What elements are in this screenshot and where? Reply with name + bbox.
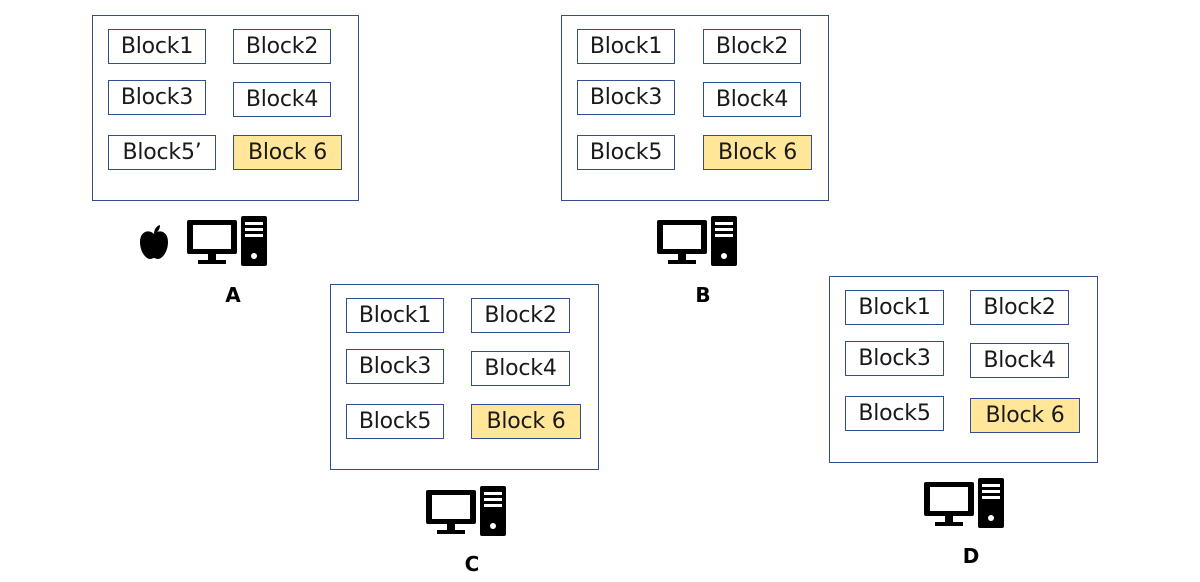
node-b-box: Block1 Block2 Block3 Block4 Block5 Block… <box>561 15 829 201</box>
apple-icon <box>140 225 168 259</box>
node-c-block-5: Block5 <box>346 404 444 439</box>
node-a-block-5: Block5’ <box>108 135 216 170</box>
node-d-block-4: Block4 <box>970 343 1069 378</box>
node-b-block-3: Block3 <box>577 80 675 115</box>
node-b-block-4: Block4 <box>703 82 801 117</box>
node-b-computer-icon <box>655 216 737 266</box>
node-c-block-6: Block 6 <box>471 404 581 439</box>
node-c-label: C <box>464 552 480 576</box>
node-a-computer-icon <box>185 216 267 266</box>
node-d-block-1: Block1 <box>845 290 944 325</box>
node-d-box: Block1 Block2 Block3 Block4 Block5 Block… <box>829 276 1098 463</box>
node-a-block-6: Block 6 <box>233 135 342 170</box>
node-d-block-3: Block3 <box>845 341 944 376</box>
node-d-block-6: Block 6 <box>970 398 1080 433</box>
node-c-block-4: Block4 <box>471 351 570 386</box>
node-b-block-5: Block5 <box>577 135 675 170</box>
node-a-box: Block1 Block2 Block3 Block4 Block5’ Bloc… <box>92 15 359 201</box>
node-c-computer-icon <box>424 486 506 536</box>
node-a-block-3: Block3 <box>108 80 206 115</box>
node-b-block-2: Block2 <box>703 29 801 64</box>
node-a-label: A <box>225 283 241 307</box>
node-b-block-6: Block 6 <box>703 135 812 170</box>
node-a-block-4: Block4 <box>233 82 331 117</box>
node-c-block-2: Block2 <box>471 298 570 333</box>
node-d-block-2: Block2 <box>970 290 1069 325</box>
node-c-box: Block1 Block2 Block3 Block4 Block5 Block… <box>330 284 599 470</box>
node-d-label: D <box>962 544 980 568</box>
node-b-label: B <box>695 283 711 307</box>
node-a-block-2: Block2 <box>233 29 331 64</box>
node-a-block-1: Block1 <box>108 29 206 64</box>
node-d-block-5: Block5 <box>845 396 944 431</box>
node-d-computer-icon <box>922 478 1004 528</box>
node-c-block-1: Block1 <box>346 298 444 333</box>
node-c-block-3: Block3 <box>346 349 444 384</box>
node-b-block-1: Block1 <box>577 29 675 64</box>
